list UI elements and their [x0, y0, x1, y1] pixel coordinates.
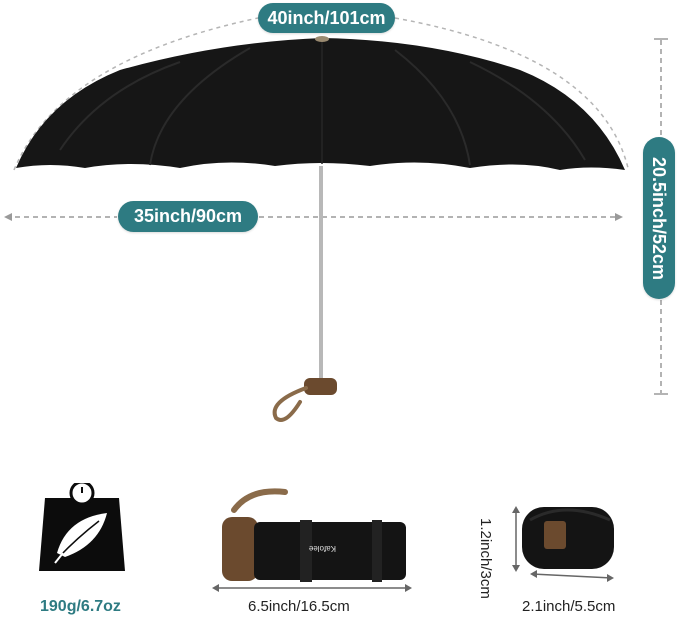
feather-on-scale-icon — [39, 483, 125, 571]
folded-height-caption: 1.2inch/3cm — [477, 518, 494, 599]
brand-print: Kafolee — [308, 544, 336, 553]
span-width-badge: 35inch/90cm — [118, 201, 258, 232]
umbrella-shaft — [319, 166, 323, 378]
arc-dashed-left — [13, 17, 259, 171]
arc-length-badge: 40inch/101cm — [258, 3, 395, 33]
umbrella-canopy — [16, 38, 625, 170]
weight-caption: 190g/6.7oz — [40, 598, 121, 615]
open-height-label: 20.5inch/52cm — [649, 156, 670, 280]
folded-diameter-caption: 2.1inch/5.5cm — [522, 598, 616, 615]
arc-dashed-right — [394, 17, 629, 169]
folded-height-label: 1.2inch/3cm — [477, 518, 494, 599]
umbrella-handle — [304, 378, 337, 395]
folded-length-caption: 6.5inch/16.5cm — [248, 598, 350, 615]
open-height-badge: 20.5inch/52cm — [643, 137, 675, 299]
folded-umbrella-end — [522, 507, 614, 569]
wrist-strap — [272, 386, 308, 422]
folded-umbrella-side: Kafolee — [222, 488, 406, 582]
